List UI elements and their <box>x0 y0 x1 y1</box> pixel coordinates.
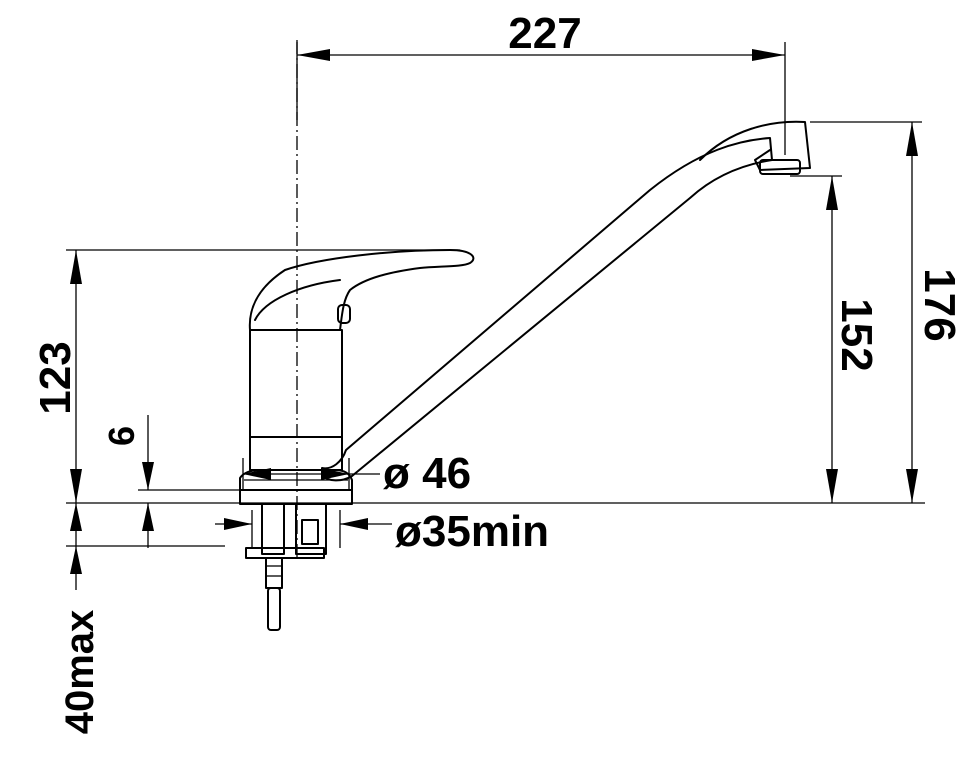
label-counter-thickness: 40max <box>58 610 102 735</box>
tail-piece <box>301 519 319 545</box>
arrowhead-40-top <box>70 503 82 531</box>
arrowhead-6-bottom <box>142 503 154 531</box>
dimension-width: 227 <box>296 9 786 155</box>
counter-lines <box>66 489 925 547</box>
mounting-shank-2 <box>295 503 327 555</box>
arrowhead-123-top <box>70 250 82 284</box>
arrowhead-123-bottom <box>70 469 82 503</box>
label-deck-thickness: 6 <box>101 426 142 446</box>
arrowhead-35-left <box>224 518 252 530</box>
washer <box>245 547 325 559</box>
dimension-hole-diameter: ø35min <box>215 507 549 556</box>
arrowhead-176-bottom <box>906 469 918 503</box>
dimension-deck-thickness: 6 <box>101 415 154 548</box>
lever-cartridge-knob <box>337 304 351 324</box>
dimension-height-lever: 123 <box>31 249 460 503</box>
label-height-total: 176 <box>915 268 964 341</box>
arrowhead-width-right <box>752 49 785 61</box>
arrowhead-width-left <box>297 49 330 61</box>
label-base-diameter: ø 46 <box>383 449 471 498</box>
aerator <box>759 159 801 175</box>
faucet-body <box>249 329 343 471</box>
dimension-counter-thickness: 40max <box>58 503 102 734</box>
arrowhead-40-bottom <box>70 546 82 574</box>
mounting-shank <box>261 503 285 555</box>
arrowhead-46-left <box>243 468 271 480</box>
arrowhead-46-right <box>321 468 349 480</box>
supply-hose-lower <box>267 587 281 631</box>
arrowhead-35-right <box>340 518 368 530</box>
lever-handle <box>248 249 475 331</box>
dimension-base-diameter: ø 46 <box>242 449 471 498</box>
label-hole-diameter: ø35min <box>395 507 549 556</box>
lever-lower-edge <box>254 279 341 321</box>
label-height-spout: 152 <box>832 298 881 371</box>
spout <box>321 137 773 482</box>
arrowhead-152-top <box>826 176 838 210</box>
spout-tip <box>699 120 811 171</box>
label-width-total: 227 <box>508 9 581 58</box>
arrowhead-152-bottom <box>826 469 838 503</box>
mounting-plate <box>239 489 353 505</box>
supply-hose-upper <box>265 557 283 589</box>
arrowhead-176-top <box>906 122 918 156</box>
dimension-height-total: 176 <box>810 121 964 503</box>
dimension-height-spout: 152 <box>790 175 881 503</box>
arrowhead-6-top <box>142 462 154 490</box>
faucet-outline <box>239 40 811 631</box>
label-height-lever: 123 <box>31 341 80 414</box>
